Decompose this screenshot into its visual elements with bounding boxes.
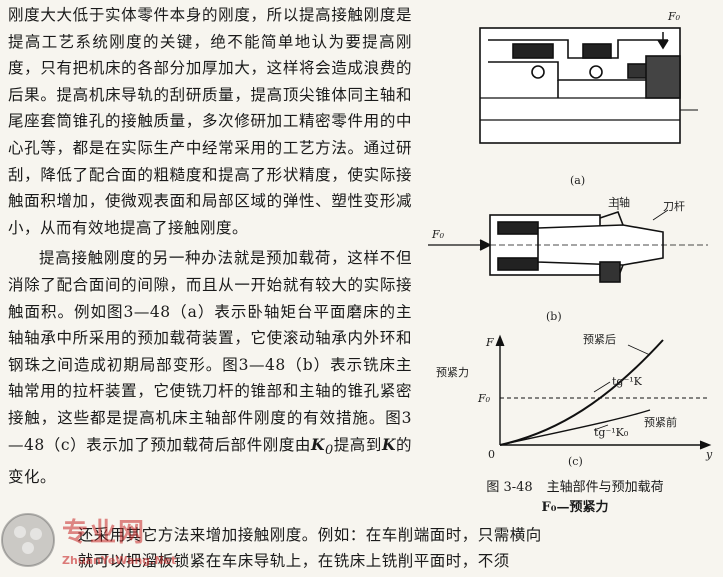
origin-label: 0	[488, 448, 495, 461]
watermark-text: 专业网	[62, 518, 147, 548]
axis-y-label: y	[705, 448, 713, 461]
bottom-text: 还采用其它方法来增加接触刚度。例如：在车削端面时，只需横向 就可以把溜板锁紧在车…	[8, 522, 718, 574]
label-f0-top: F₀	[667, 10, 681, 23]
figure-a-bearing-drawing	[479, 27, 698, 144]
watermark-url: ZhuanYeWang.Net	[62, 554, 177, 567]
caption-sub: F₀—预紧力	[541, 500, 609, 515]
label-a: (a)	[570, 174, 585, 187]
figure-c-graph	[495, 334, 712, 450]
after-preload-label: 预紧后	[583, 333, 616, 346]
label-arbor: 刀杆	[663, 199, 685, 213]
bottom-line-1: 还采用其它方法来增加接触刚度。例如：在车削端面时，只需横向	[77, 526, 542, 544]
paragraph-1: 刚度大大低于实体零件本身的刚度，所以提高接触刚度是提高工艺系统刚度的关键，绝不能…	[8, 6, 412, 237]
figure-b-arbor-drawing	[428, 198, 708, 283]
figure-3-48: F₀ (a) F₀ 主轴 刀杆 (b)	[418, 0, 723, 520]
k0-symbol: K0	[310, 434, 334, 458]
paragraph-2-text: 提高接触刚度的另一种办法就是预加载荷，这样不但消除了配合面间的间隙，而且从一开始…	[8, 249, 412, 454]
body-text-column: 刚度大大低于实体零件本身的刚度，所以提高接触刚度是提高工艺系统刚度的关键，绝不能…	[8, 2, 412, 491]
figure-caption: 图 3-48 主轴部件与预加载荷 F₀—预紧力	[440, 478, 710, 518]
figure-drawing: F₀ (a) F₀ 主轴 刀杆 (b)	[428, 10, 713, 468]
caption-number: 图 3-48	[486, 480, 533, 495]
f0-axis-label: F₀	[477, 392, 491, 405]
before-preload-label: 预紧前	[644, 415, 677, 429]
watermark-logo-icon	[1, 513, 55, 567]
bottom-line-2: 就可以把溜板锁紧在车床导轨上，在铣床上铣削平面时，不须	[77, 552, 510, 570]
paragraph-2-end: 的变化。	[8, 435, 412, 487]
label-c: (c)	[568, 455, 583, 468]
tan-k-label: tg⁻¹K	[612, 375, 643, 388]
label-f0-left: F₀	[431, 228, 445, 241]
caption-title-line: 图 3-48 主轴部件与预加载荷	[440, 478, 710, 498]
preload-force-label: 预紧力	[436, 366, 469, 379]
label-b: (b)	[546, 310, 562, 323]
k-symbol: K	[381, 434, 396, 454]
axis-f-label: F	[485, 336, 494, 349]
tan-k0-label: tg⁻¹K₀	[594, 426, 629, 439]
label-spindle: 主轴	[608, 195, 630, 209]
paragraph-2-mid: 提高到	[333, 435, 382, 454]
caption-title: 主轴部件与预加载荷	[546, 480, 664, 495]
paragraph-2: 提高接触刚度的另一种办法就是预加载荷，这样不但消除了配合面间的间隙，而且从一开始…	[8, 245, 412, 490]
